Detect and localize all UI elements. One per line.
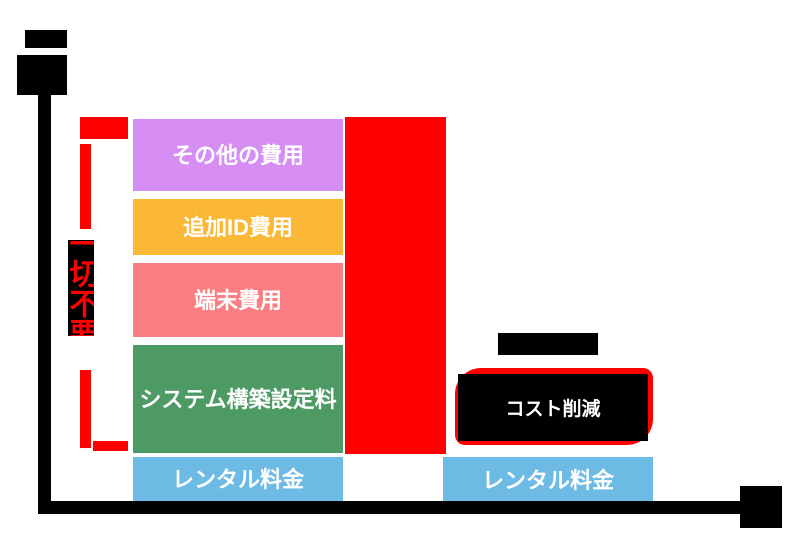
x-axis-line	[38, 501, 768, 514]
redacted-cost-caption	[498, 333, 598, 355]
bracket-stem-upper	[80, 144, 91, 229]
bar-segment-rental-fee-left: レンタル料金	[133, 457, 343, 501]
bar-segment-system-setup-fee-line2: 設定料	[270, 386, 337, 412]
bar-segment-system-setup-fee: システム構築 設定料	[133, 345, 343, 453]
bar-segment-system-setup-fee-line1: システム構築	[139, 386, 271, 412]
redacted-center-red-block	[345, 117, 446, 454]
bar-segment-additional-id-costs: 追加ID費用	[133, 199, 343, 255]
cost-reduction-callout: コスト削減	[458, 374, 648, 441]
redacted-x-axis-right-label	[740, 486, 782, 528]
redacted-y-axis-title	[17, 55, 67, 95]
bar-segment-rental-fee-right: レンタル料金	[443, 457, 653, 501]
bracket-stem-lower	[80, 370, 91, 448]
y-axis-line	[38, 66, 51, 514]
vertical-callout-unnecessary: 一切不要	[68, 240, 94, 336]
bar-segment-other-costs: その他の費用	[133, 119, 343, 191]
bracket-top-arm	[80, 117, 128, 139]
redacted-y-axis-top-label	[25, 30, 67, 48]
bracket-bottom-arm	[93, 441, 128, 451]
bar-segment-terminal-costs: 端末費用	[133, 263, 343, 337]
